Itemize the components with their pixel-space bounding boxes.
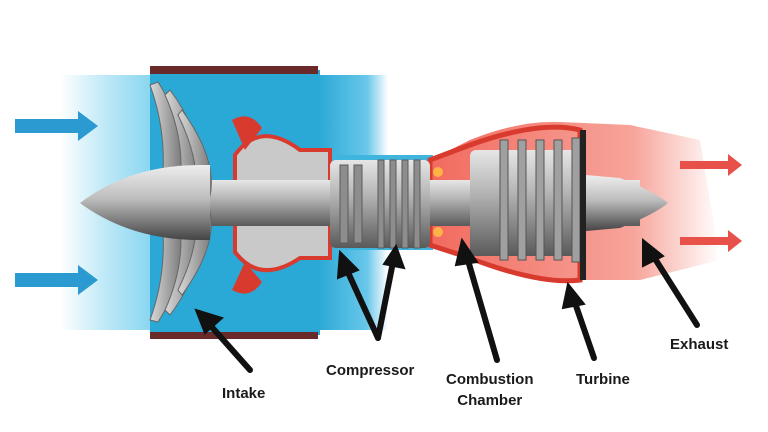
compressor-pointer-arrow-left	[336, 249, 381, 341]
exhaust-pointer-arrow	[642, 237, 700, 328]
fan-splitter-bottom	[232, 262, 262, 294]
compressor-label: Compressor	[326, 362, 415, 379]
intake-label: Intake	[222, 385, 266, 402]
nacelle-bottom	[150, 332, 318, 339]
fan-splitter-top	[232, 116, 262, 150]
turbine-label: Turbine	[576, 371, 630, 388]
exhaust-tail-cone	[586, 175, 668, 231]
combustion-chamber-label: Combustion Chamber	[446, 369, 534, 411]
fuel-burner-top	[433, 167, 443, 177]
turbine-pointer-arrow	[561, 281, 597, 361]
compressor-pointer-arrow-right	[375, 243, 406, 341]
intake-pointer-arrow	[194, 308, 253, 373]
spinner-nose-cone	[80, 165, 210, 240]
turbine-stages	[499, 137, 581, 263]
compressor-stages	[339, 159, 421, 249]
arrow-right-icon	[15, 265, 98, 295]
combustion-label-line1: Combustion	[446, 371, 534, 388]
arrow-right-icon	[15, 111, 98, 141]
combustion-label-line2: Chamber	[457, 392, 523, 409]
arrow-right-icon	[680, 154, 742, 176]
exhaust-label: Exhaust	[670, 336, 729, 353]
combustion-pointer-arrow	[454, 237, 500, 363]
fuel-burner-bottom	[433, 227, 443, 237]
turbine-rear-frame	[580, 130, 586, 280]
nacelle-top	[150, 66, 318, 74]
arrow-right-icon	[680, 230, 742, 252]
